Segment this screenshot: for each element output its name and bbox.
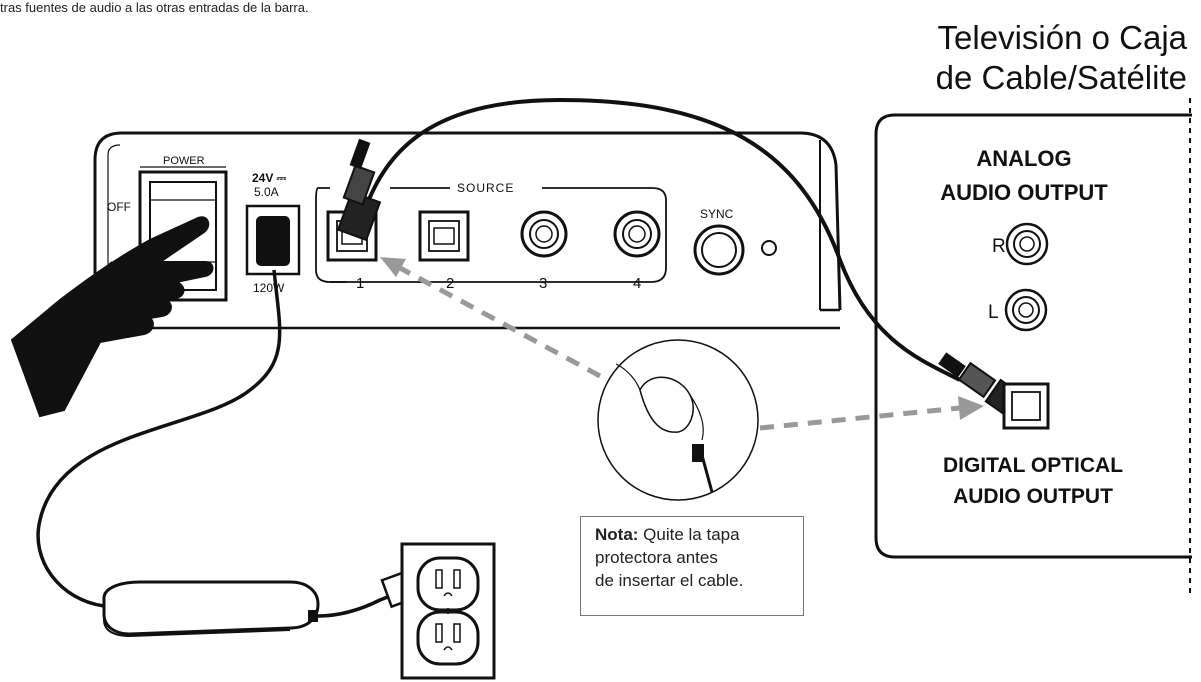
wall-outlet [400,542,496,680]
coax-input-3 [520,210,568,258]
tv-title-line1: Televisión o Caja [937,19,1187,56]
analog-jack-left [1004,288,1048,332]
analog-jack-right [1005,222,1049,266]
input-label-4: 4 [633,275,641,292]
current-label: 5.0A [254,185,279,199]
r-label: R [992,236,1006,257]
digital-label-line1: DIGITAL OPTICAL [943,454,1123,477]
digital-label-line2: AUDIO OUTPUT [953,485,1113,508]
input-label-3: 3 [539,275,547,292]
note-text-line1: Quite la tapa [638,525,740,544]
note-text-line2: protectora antes [595,548,718,567]
wattage-label: 120W [253,281,285,295]
l-label: L [988,302,999,323]
status-led [761,240,777,256]
intro-text: tras fuentes de audio a las otras entrad… [0,0,309,15]
power-adapter [102,580,320,638]
optical-input-2 [418,210,470,262]
note-label: Nota: [595,525,639,544]
tv-title: Televisión o Caja de Cable/Satélite [936,18,1187,98]
source-group-outline [315,187,667,283]
input-label-2: 2 [446,275,454,292]
off-label: OFF [107,200,131,214]
note-box: Nota: Quite la tapa protectora antes de … [580,516,804,616]
analog-label-line1: ANALOG [976,146,1071,171]
coax-input-4 [613,210,661,258]
input-label-1: 1 [356,275,364,292]
analog-label-line2: AUDIO OUTPUT [940,180,1108,205]
optical-plug-soundbar [336,138,382,242]
adapter-cord [317,590,401,618]
voltage-label: 24V ⎓ [252,171,287,185]
tv-optical-port [1002,382,1050,430]
power-label: POWER [163,155,205,167]
note-text-line3: de insertar el cable. [595,571,744,590]
cap-removal-detail [597,339,759,501]
optical-cable [358,97,961,382]
source-label: SOURCE [457,181,514,195]
dashed-arrow-to-tv [759,405,961,431]
dashed-arrow-to-input [398,265,602,379]
tv-outline [874,113,1192,559]
tv-title-line2: de Cable/Satélite [935,59,1187,96]
sync-button [693,224,745,276]
hand-icon [10,216,214,418]
power-cord [36,269,282,608]
sync-label: SYNC [700,207,734,221]
